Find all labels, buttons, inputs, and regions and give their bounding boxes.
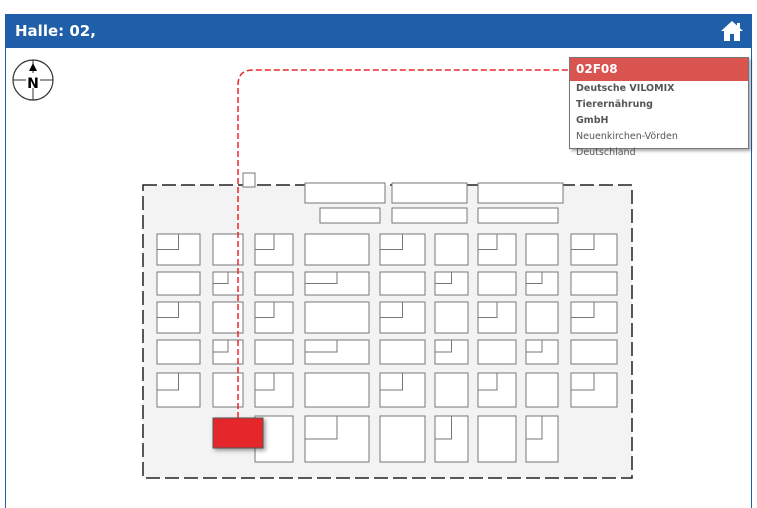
booth[interactable] [570,271,618,296]
booth[interactable] [254,301,275,318]
booth[interactable] [304,339,338,353]
hall-title: Halle: 02, [15,22,96,40]
booth[interactable] [570,233,595,250]
booth[interactable] [525,271,543,284]
booth[interactable] [156,372,179,391]
booth[interactable] [434,301,469,334]
map-frame [5,48,752,508]
highlighted-booth[interactable] [212,417,264,449]
booth[interactable] [570,372,595,391]
booth[interactable] [254,271,294,296]
booth[interactable] [254,372,275,391]
booth[interactable] [304,182,386,204]
booth[interactable] [477,415,517,463]
booth[interactable] [319,207,381,224]
popup-city: Neuenkirchen-Vörden [576,131,678,142]
booth[interactable] [212,339,229,353]
booth[interactable] [379,233,403,250]
booth[interactable] [156,339,201,365]
popup-booth-number: 02F08 [570,58,748,81]
booth[interactable] [525,339,543,353]
booth[interactable] [391,182,468,204]
booth[interactable] [156,233,179,250]
booth-grid [156,172,618,463]
booth[interactable] [434,233,469,266]
booth[interactable] [304,301,370,334]
booth[interactable] [477,271,517,296]
booth[interactable] [379,372,403,391]
compass-icon: N [12,59,54,101]
booth[interactable] [477,301,498,318]
booth[interactable] [525,415,543,440]
svg-text:N: N [27,76,39,92]
booth[interactable] [304,415,338,440]
popup-country: Deutschland [576,147,636,158]
booth[interactable] [304,372,370,408]
home-icon[interactable] [720,20,744,42]
booth[interactable] [525,301,559,334]
booth[interactable] [156,271,201,296]
header-bar: Halle: 02, [5,14,752,48]
booth[interactable] [434,271,452,284]
booth[interactable] [477,233,498,250]
booth[interactable] [379,301,403,318]
booth[interactable] [570,339,618,365]
booth[interactable] [242,172,256,188]
booth[interactable] [212,271,229,284]
booth[interactable] [304,271,338,284]
booth[interactable] [379,339,426,365]
booth[interactable] [477,372,498,391]
booth[interactable] [477,182,564,204]
booth[interactable] [156,301,179,318]
booth[interactable] [477,207,559,224]
booth[interactable] [254,339,294,365]
booth[interactable] [434,415,452,440]
booth[interactable] [525,233,559,266]
booth[interactable] [379,271,426,296]
booth[interactable] [570,301,595,318]
booth[interactable] [434,339,452,353]
booth[interactable] [254,233,275,250]
booth[interactable] [434,372,469,408]
route-line [237,69,570,418]
booth[interactable] [477,339,517,365]
booth[interactable] [304,233,370,266]
booth[interactable] [391,207,468,224]
booth[interactable] [525,372,559,408]
booth[interactable] [379,415,426,463]
